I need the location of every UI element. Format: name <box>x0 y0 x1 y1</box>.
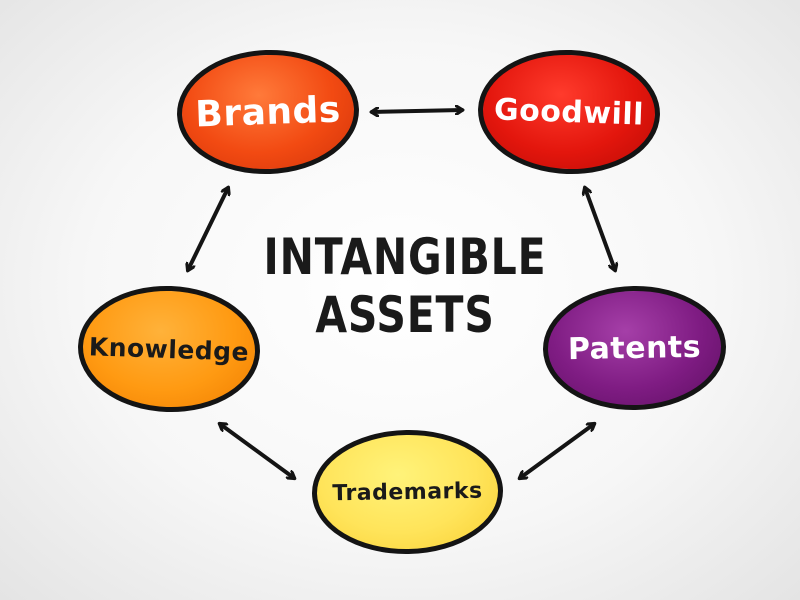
center-title-line-2: ASSETS <box>315 286 495 344</box>
center-title: INTANGIBLE ASSETS <box>262 228 549 344</box>
node-label-brands: Brands <box>194 88 342 136</box>
node-label-trademarks: Trademarks <box>332 478 483 506</box>
arrow-trademarks-knowledge <box>220 424 294 478</box>
arrow-patents-trademarks <box>520 424 594 478</box>
arrow-goodwill-patents <box>585 188 615 270</box>
arrow-brands-goodwill <box>372 110 462 112</box>
arrow-knowledge-brands <box>188 188 228 270</box>
node-label-patents: Patents <box>567 329 702 367</box>
center-title-line-1: INTANGIBLE <box>263 228 547 286</box>
node-label-knowledge: Knowledge <box>88 331 250 367</box>
node-label-goodwill: Goodwill <box>493 91 645 133</box>
